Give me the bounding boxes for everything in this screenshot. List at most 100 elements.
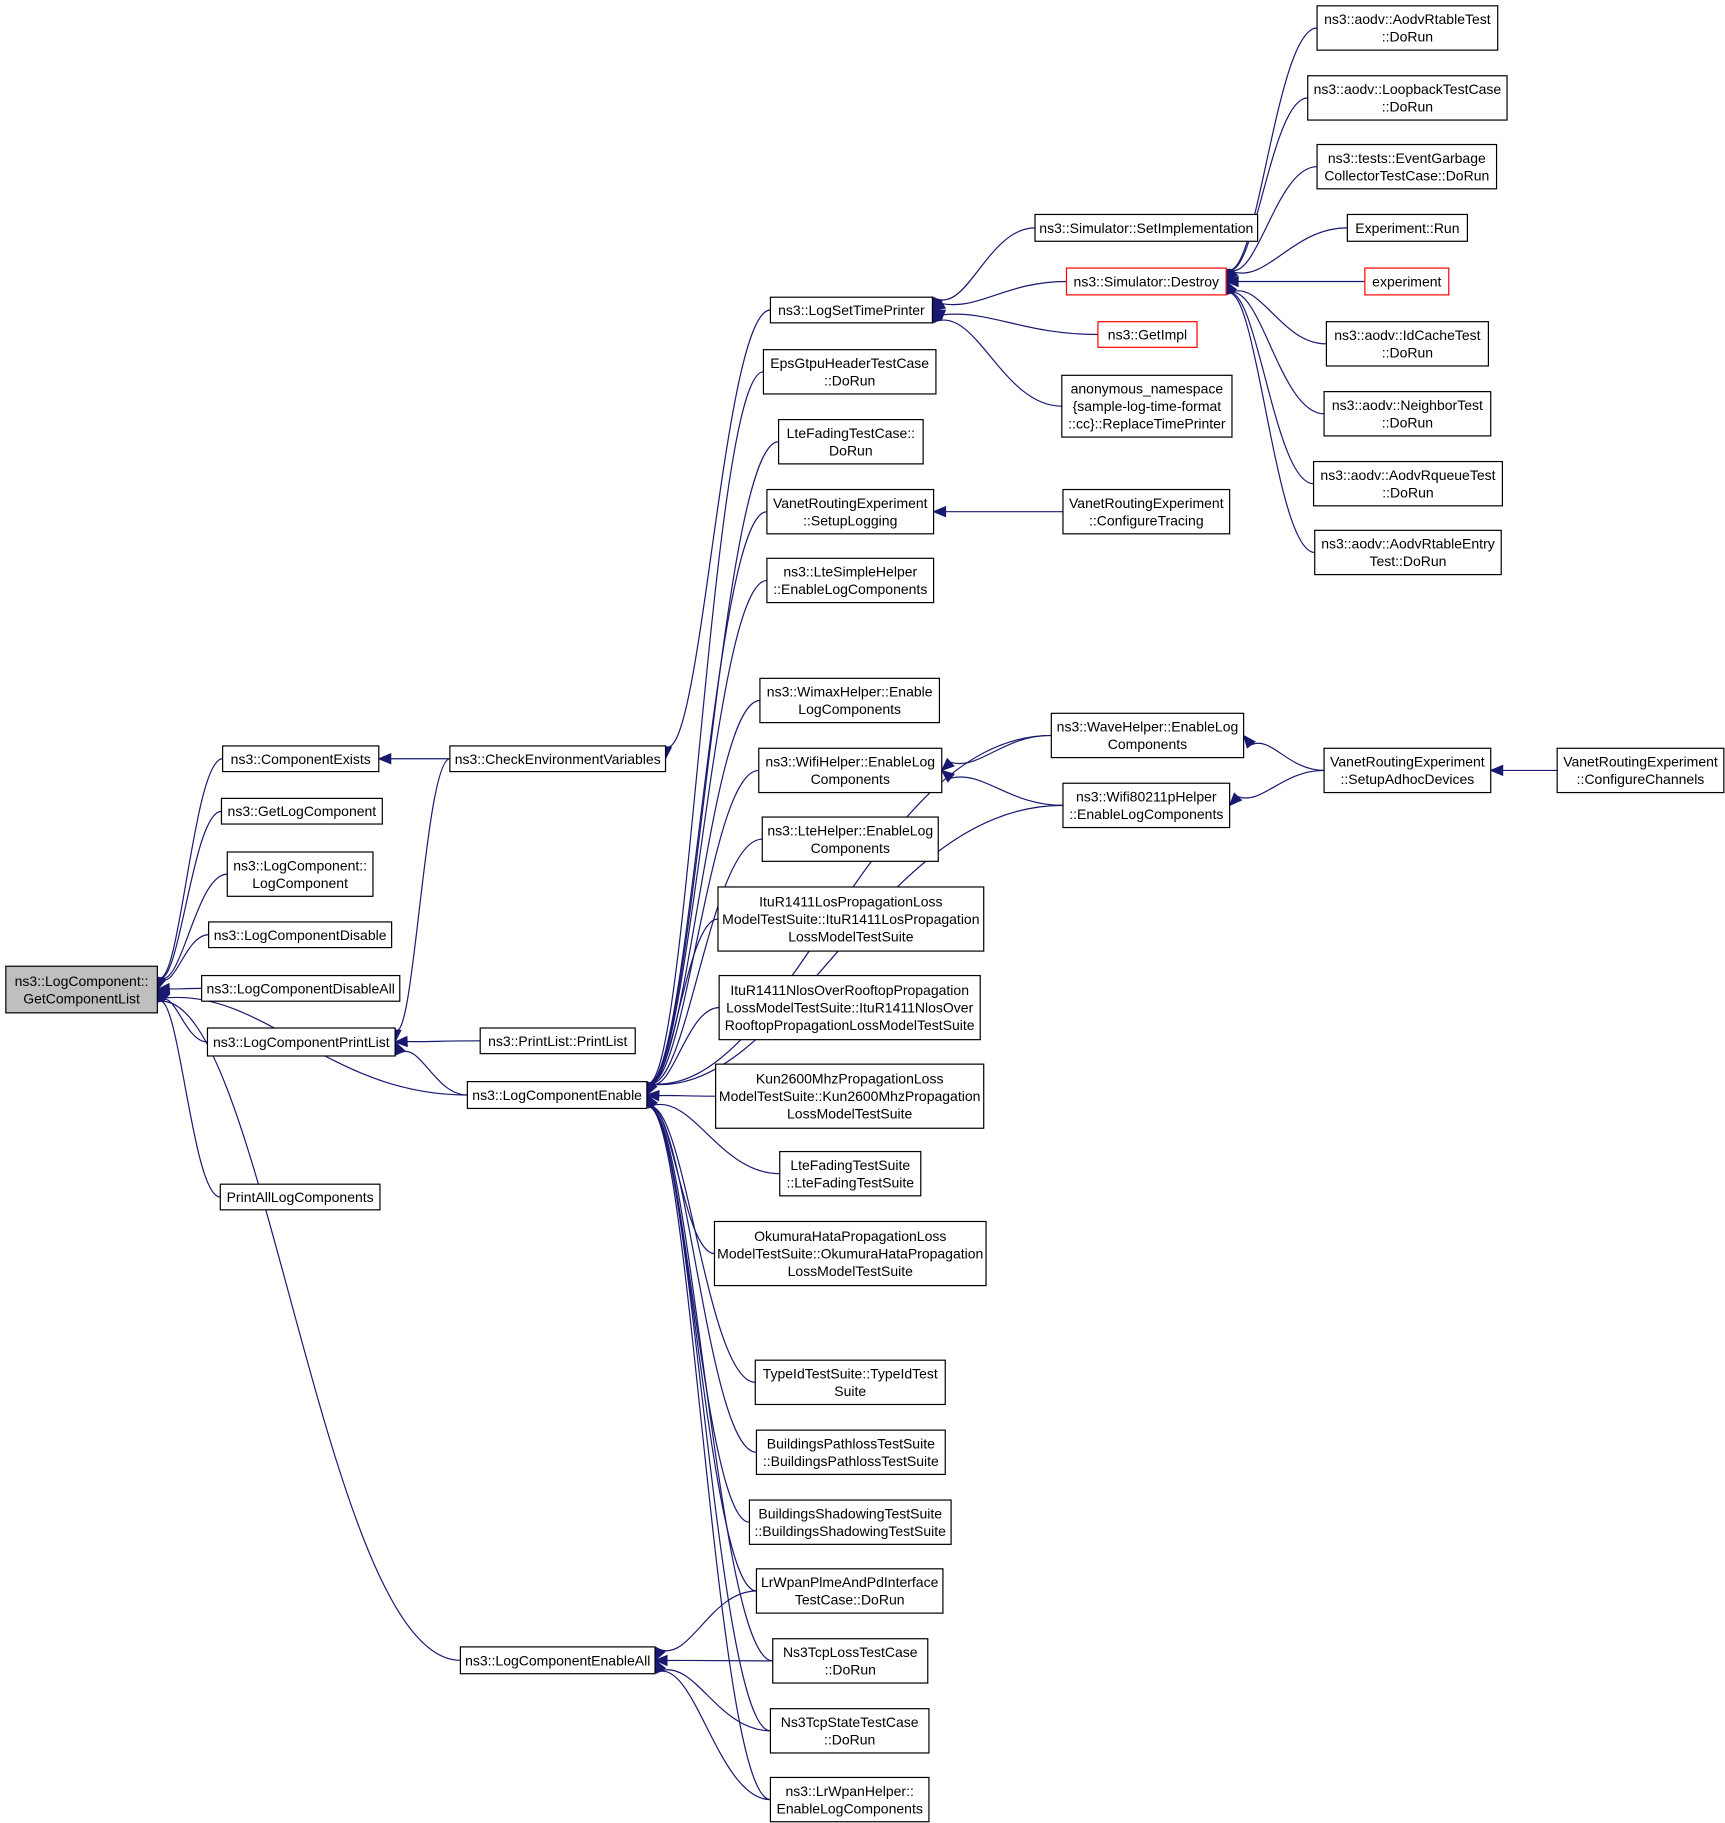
node-label: Suite: [834, 1383, 866, 1399]
node-label: LossModelTestSuite::ItuR1411NlosOver: [726, 1000, 974, 1016]
node-label: ::DoRun: [1382, 345, 1433, 361]
node-logComponentDisable[interactable]: ns3::LogComponentDisable: [208, 921, 393, 949]
node-eventGarbage[interactable]: ns3::tests::EventGarbageCollectorTestCas…: [1316, 143, 1498, 190]
node-label: ::EnableLogComponents: [773, 581, 927, 597]
node-kun2600[interactable]: Kun2600MhzPropagationLossModelTestSuite:…: [715, 1063, 985, 1129]
nodes-layer: ns3::LogComponent::GetComponentListns3::…: [5, 5, 1725, 1823]
node-lrwpanHelper[interactable]: ns3::LrWpanHelper::EnableLogComponents: [769, 1776, 930, 1823]
node-label: ns3::LogComponent::: [233, 857, 367, 873]
node-label: ns3::Simulator::Destroy: [1074, 273, 1220, 289]
node-logComponentEnable[interactable]: ns3::LogComponentEnable: [466, 1081, 648, 1110]
node-okumura[interactable]: OkumuraHataPropagationLossModelTestSuite…: [713, 1220, 987, 1287]
node-lteSimpleHelper[interactable]: ns3::LteSimpleHelper::EnableLogComponent…: [766, 557, 935, 604]
node-box: [777, 418, 924, 465]
node-logComponentPrintList[interactable]: ns3::LogComponentPrintList: [206, 1027, 396, 1057]
node-getLogComponent[interactable]: ns3::GetLogComponent: [220, 797, 383, 825]
edge-aodvRqueue-to-simDestroy: [1222, 280, 1314, 485]
node-label: Components: [1108, 736, 1187, 752]
node-componentExists[interactable]: ns3::ComponentExists: [222, 745, 380, 773]
node-epsGtpu[interactable]: EpsGtpuHeaderTestCase::DoRun: [762, 349, 937, 395]
node-lteFadingSuite[interactable]: LteFadingTestSuite::LteFadingTestSuite: [779, 1150, 922, 1197]
node-box: [713, 1220, 987, 1287]
node-box: [755, 1429, 946, 1476]
node-box: [766, 488, 935, 535]
node-label: ns3::WaveHelper::EnableLog: [1057, 719, 1239, 735]
node-experiment[interactable]: experiment: [1364, 267, 1450, 296]
node-waveHelper[interactable]: ns3::WaveHelper::EnableLogComponents: [1050, 712, 1245, 759]
node-box: [1312, 460, 1503, 507]
node-wifi80211p[interactable]: ns3::Wifi80211pHelper::EnableLogComponen…: [1062, 782, 1231, 829]
node-label: ::EnableLogComponents: [1069, 806, 1223, 822]
edge-wifi80211p-to-wifiHelper: [940, 769, 1063, 806]
edge-aodvNeighbor-to-simDestroy: [1223, 280, 1325, 415]
node-label: ::SetupAdhocDevices: [1340, 771, 1474, 787]
node-logSetTimePrinter[interactable]: ns3::LogSetTimePrinter: [769, 296, 934, 324]
node-label: ns3::aodv::LoopbackTestCase: [1314, 81, 1502, 97]
node-root[interactable]: ns3::LogComponent::GetComponentList: [5, 965, 158, 1014]
edge-kun2600-to-logComponentEnable: [645, 1089, 716, 1102]
node-aodvLoopback[interactable]: ns3::aodv::LoopbackTestCase::DoRun: [1307, 75, 1508, 121]
node-label: ns3::LteHelper::EnableLog: [767, 822, 933, 838]
node-label: ::BuildingsShadowingTestSuite: [755, 1523, 947, 1539]
node-label: BuildingsPathlossTestSuite: [767, 1436, 935, 1452]
edge-vanetConfigChannels-to-vanetSetupAdhoc: [1489, 764, 1558, 777]
node-label: ns3::tests::EventGarbage: [1328, 150, 1486, 166]
node-lteFadingCase[interactable]: LteFadingTestCase::DoRun: [777, 418, 924, 465]
node-label: OkumuraHataPropagationLoss: [754, 1228, 946, 1244]
node-ns3TcpLoss[interactable]: Ns3TcpLossTestCase::DoRun: [772, 1638, 929, 1684]
node-aodvRtableTest[interactable]: ns3::aodv::AodvRtableTest::DoRun: [1316, 5, 1499, 51]
edge-waveHelper-to-wifiHelper: [940, 734, 1052, 772]
node-printAllLogComponents[interactable]: PrintAllLogComponents: [219, 1183, 381, 1211]
node-label: LossModelTestSuite: [788, 929, 914, 945]
node-logComponentEnableAll[interactable]: ns3::LogComponentEnableAll: [459, 1646, 656, 1675]
node-label: ::DoRun: [824, 1732, 875, 1748]
node-typeIdSuite[interactable]: TypeIdTestSuite::TypeIdTestSuite: [754, 1359, 946, 1406]
edge-aodvIdCache-to-simDestroy: [1225, 280, 1327, 345]
node-checkEnv[interactable]: ns3::CheckEnvironmentVariables: [449, 745, 667, 773]
edge-getImpl-to-logSetTimePrinter: [931, 309, 1098, 336]
node-aodvNeighbor[interactable]: ns3::aodv::NeighborTest::DoRun: [1323, 391, 1492, 437]
node-label: TypeIdTestSuite::TypeIdTest: [763, 1366, 938, 1382]
node-label: ::cc}::ReplaceTimePrinter: [1068, 416, 1226, 432]
node-label: ns3::aodv::AodvRtableEntry: [1321, 536, 1495, 552]
node-vanetConfigTracing[interactable]: VanetRoutingExperiment::ConfigureTracing: [1062, 488, 1231, 535]
node-vanetSetupLogging[interactable]: VanetRoutingExperiment::SetupLogging: [766, 488, 935, 535]
node-printListCtor[interactable]: ns3::PrintList::PrintList: [479, 1027, 636, 1055]
node-lteHelper[interactable]: ns3::LteHelper::EnableLogComponents: [761, 816, 939, 862]
node-label: ::DoRun: [1382, 415, 1433, 431]
node-label: EnableLogComponents: [777, 1800, 923, 1816]
node-label: ns3::Wifi80211pHelper: [1076, 789, 1217, 805]
node-box: [769, 296, 934, 324]
node-logComponentCtor[interactable]: ns3::LogComponent::LogComponent: [226, 851, 374, 897]
node-buildingsPathloss[interactable]: BuildingsPathlossTestSuite::BuildingsPat…: [755, 1429, 946, 1476]
node-box: [1316, 143, 1498, 190]
node-label: ::DoRun: [824, 373, 875, 389]
node-vanetConfigChannels[interactable]: VanetRoutingExperiment::ConfigureChannel…: [1556, 747, 1725, 794]
node-box: [449, 745, 667, 773]
node-wimaxHelper[interactable]: ns3::WimaxHelper::EnableLogComponents: [759, 677, 941, 724]
node-ns3TcpState[interactable]: Ns3TcpStateTestCase::DoRun: [769, 1708, 930, 1754]
node-logComponentDisableAll[interactable]: ns3::LogComponentDisableAll: [201, 974, 401, 1002]
node-box: [208, 921, 393, 949]
node-simDestroy[interactable]: ns3::Simulator::Destroy: [1065, 267, 1227, 296]
node-ituLos[interactable]: ItuR1411LosPropagationLossModelTestSuite…: [717, 886, 985, 952]
node-wifiHelper[interactable]: ns3::WifiHelper::EnableLogComponents: [758, 747, 943, 794]
node-aodvRqueue[interactable]: ns3::aodv::AodvRqueueTest::DoRun: [1312, 460, 1503, 507]
node-experimentRun[interactable]: Experiment::Run: [1346, 213, 1469, 242]
node-box: [220, 797, 383, 825]
node-anonReplace[interactable]: anonymous_namespace{sample-log-time-form…: [1061, 374, 1233, 438]
node-simSetImpl[interactable]: ns3::Simulator::SetImplementation: [1034, 213, 1259, 242]
node-aodvIdCache[interactable]: ns3::aodv::IdCacheTest::DoRun: [1325, 321, 1489, 367]
node-vanetSetupAdhoc[interactable]: VanetRoutingExperiment::SetupAdhocDevice…: [1323, 747, 1492, 794]
node-label: ItuR1411NlosOverRooftopPropagation: [730, 982, 969, 998]
node-ituNlos[interactable]: ItuR1411NlosOverRooftopPropagationLossMo…: [718, 974, 981, 1041]
node-box: [1050, 712, 1245, 759]
node-label: Ns3TcpStateTestCase: [781, 1714, 919, 1730]
node-label: ::DoRun: [1382, 99, 1433, 115]
node-buildingsShadowing[interactable]: BuildingsShadowingTestSuite::BuildingsSh…: [748, 1499, 952, 1545]
node-getImpl[interactable]: ns3::GetImpl: [1097, 321, 1198, 348]
node-label: ns3::LogComponentEnableAll: [465, 1652, 650, 1668]
node-box: [717, 886, 985, 952]
